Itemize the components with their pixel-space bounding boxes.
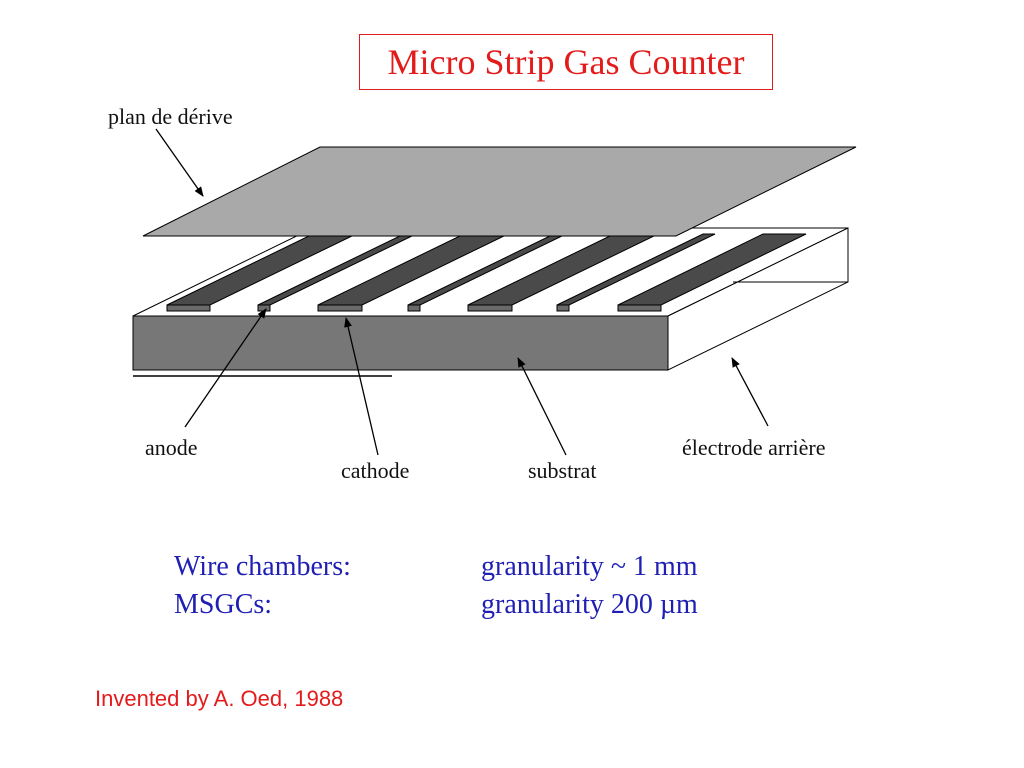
- slide-title: Micro Strip Gas Counter: [359, 34, 773, 90]
- substrate-arrow: [517, 357, 567, 456]
- drift-plane: [142, 146, 857, 237]
- anode-strip-edge: [407, 304, 421, 312]
- substrate-front-face: [132, 315, 669, 371]
- label-anode: anode: [145, 435, 198, 460]
- anode-strip-edge: [556, 304, 570, 312]
- cathode-strip-edge: [467, 304, 513, 312]
- label-back-electrode: électrode arrière: [682, 435, 826, 460]
- comparison-term: MSGCs:: [174, 589, 273, 620]
- anode-strip-edge: [257, 304, 271, 312]
- comparison-value: granularity 200 µm: [481, 589, 698, 620]
- label-cathode: cathode: [341, 458, 409, 483]
- drift-plane-arrow: [155, 128, 204, 197]
- label-substrate: substrat: [528, 458, 596, 483]
- granularity-comparison: Wire chambers: granularity ~ 1 mm MSGCs:…: [174, 548, 698, 624]
- label-drift-plane: plan de dérive: [108, 104, 233, 129]
- cathode-strip-edge: [317, 304, 363, 312]
- invention-credit: Invented by A. Oed, 1988: [95, 686, 344, 711]
- cathode-strip-edge: [617, 304, 662, 312]
- cathode-strip-edge: [166, 304, 211, 312]
- comparison-row: MSGCs: granularity 200 µm: [174, 586, 698, 624]
- comparison-term: Wire chambers:: [174, 551, 351, 582]
- comparison-row: Wire chambers: granularity ~ 1 mm: [174, 548, 698, 586]
- cathode-arrow: [344, 317, 379, 456]
- back-electrode-arrow: [731, 357, 769, 427]
- strip-group: [166, 233, 807, 312]
- anode-arrow: [184, 308, 267, 428]
- comparison-value: granularity ~ 1 mm: [481, 551, 698, 582]
